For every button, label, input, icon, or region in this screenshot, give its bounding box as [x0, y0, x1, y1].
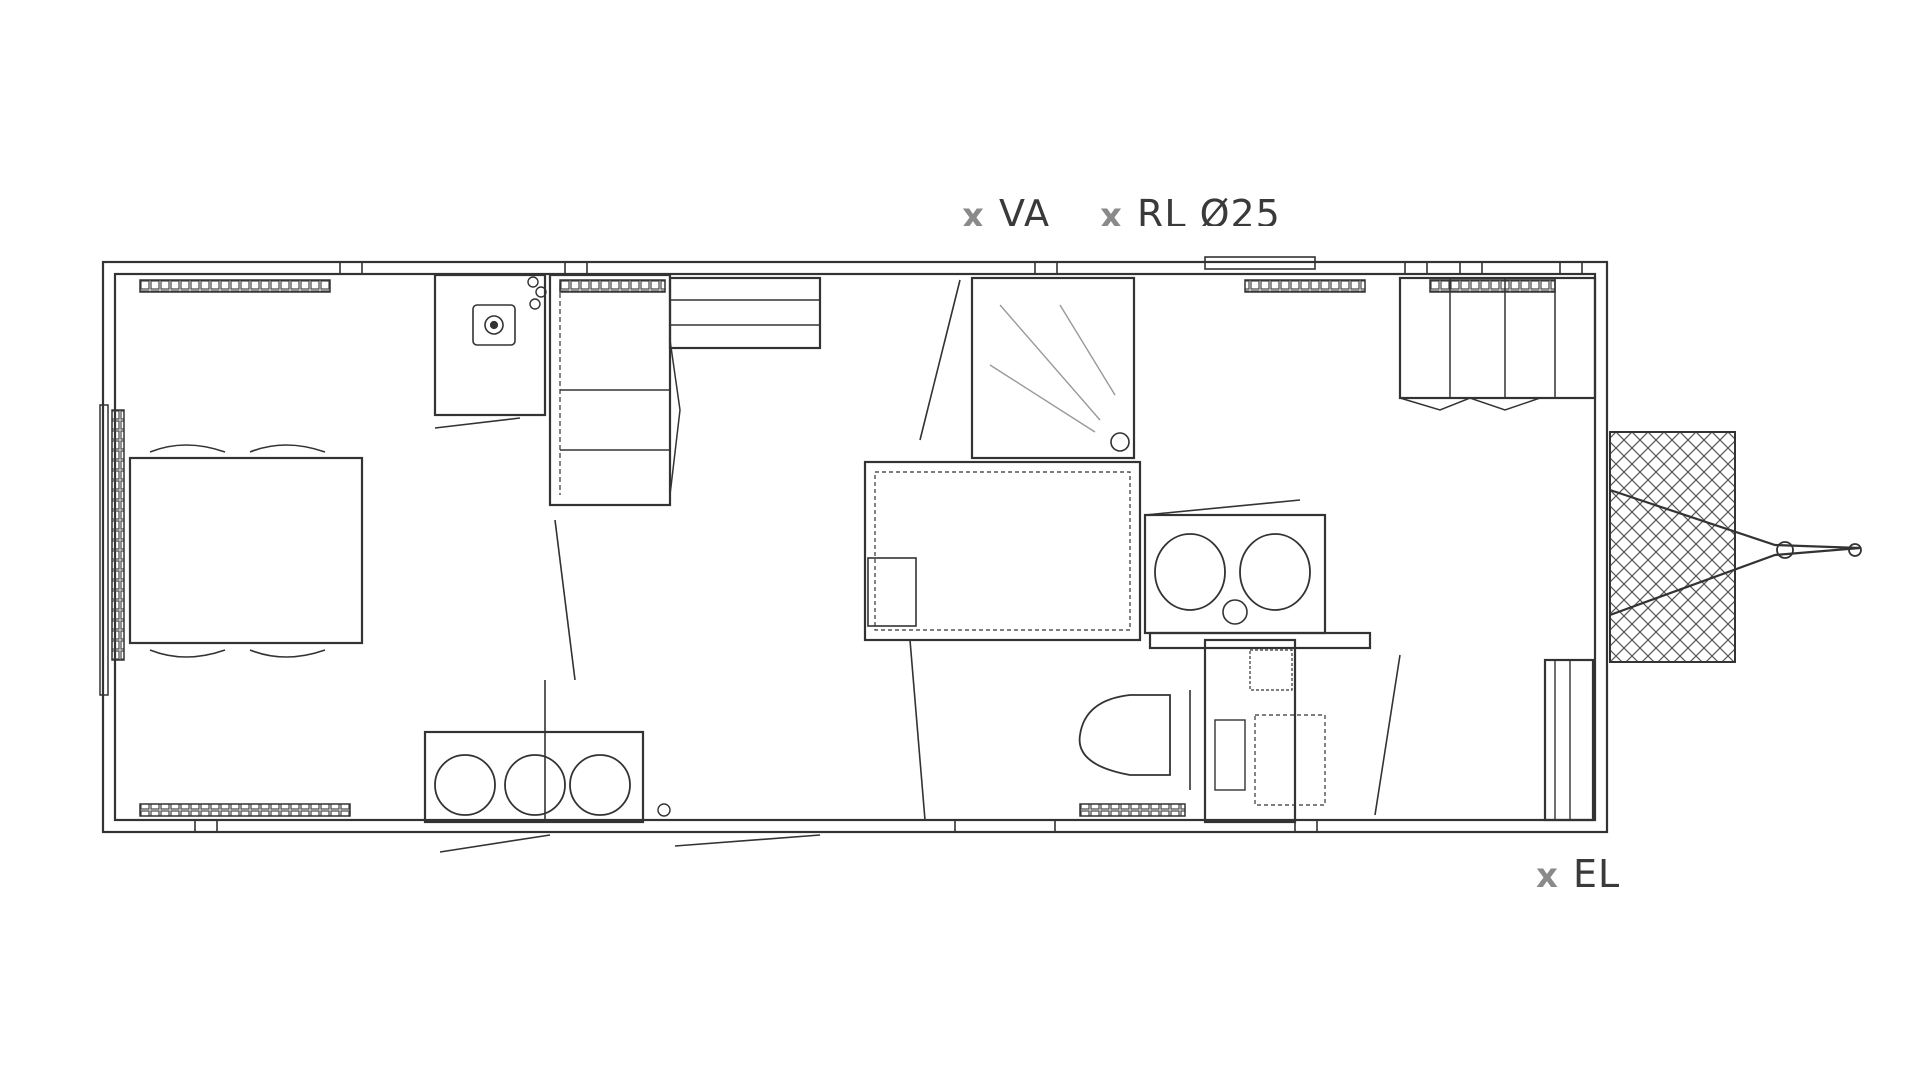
radiator — [1079, 803, 1186, 817]
shelf — [668, 276, 822, 350]
label-el-text: EL — [1572, 852, 1621, 896]
label-el: x EL — [1536, 852, 1620, 896]
label-rl-marker: x — [1100, 196, 1123, 226]
washbasin-cabinet — [1143, 513, 1327, 635]
utility-cabinet — [1203, 638, 1297, 824]
towbar — [1609, 431, 1862, 663]
counter-shelf — [1148, 631, 1372, 650]
outer-wall — [101, 260, 1609, 834]
radiator-vertical — [111, 409, 125, 661]
tub-drain — [867, 557, 917, 627]
inner-wall — [113, 272, 1597, 822]
label-va-text: VA — [998, 192, 1051, 226]
radiator — [139, 803, 351, 817]
radiator — [1244, 279, 1366, 293]
radiator — [139, 279, 331, 293]
closet-right — [1398, 276, 1597, 400]
label-rl-text: RL Ø25 — [1136, 192, 1281, 226]
bench — [1543, 658, 1595, 822]
top-label-clip: x VA x RL Ø25 — [950, 180, 1330, 226]
label-va: x VA — [962, 192, 1051, 226]
label-rl: x RL Ø25 — [1100, 192, 1281, 226]
radiator — [559, 279, 666, 293]
label-el-marker: x — [1536, 856, 1559, 896]
window-marks — [194, 256, 1583, 833]
label-va-marker: x — [962, 196, 985, 226]
end-wall-panel — [99, 404, 109, 696]
washbasin-small — [472, 304, 516, 346]
bed — [128, 456, 364, 645]
bathtub — [863, 460, 1142, 642]
shower — [970, 276, 1136, 460]
wardrobe — [433, 273, 547, 417]
toilet — [1078, 694, 1171, 776]
radiator — [1429, 279, 1556, 293]
towbar-hatch — [1609, 431, 1736, 663]
kitchen-unit — [423, 730, 645, 824]
